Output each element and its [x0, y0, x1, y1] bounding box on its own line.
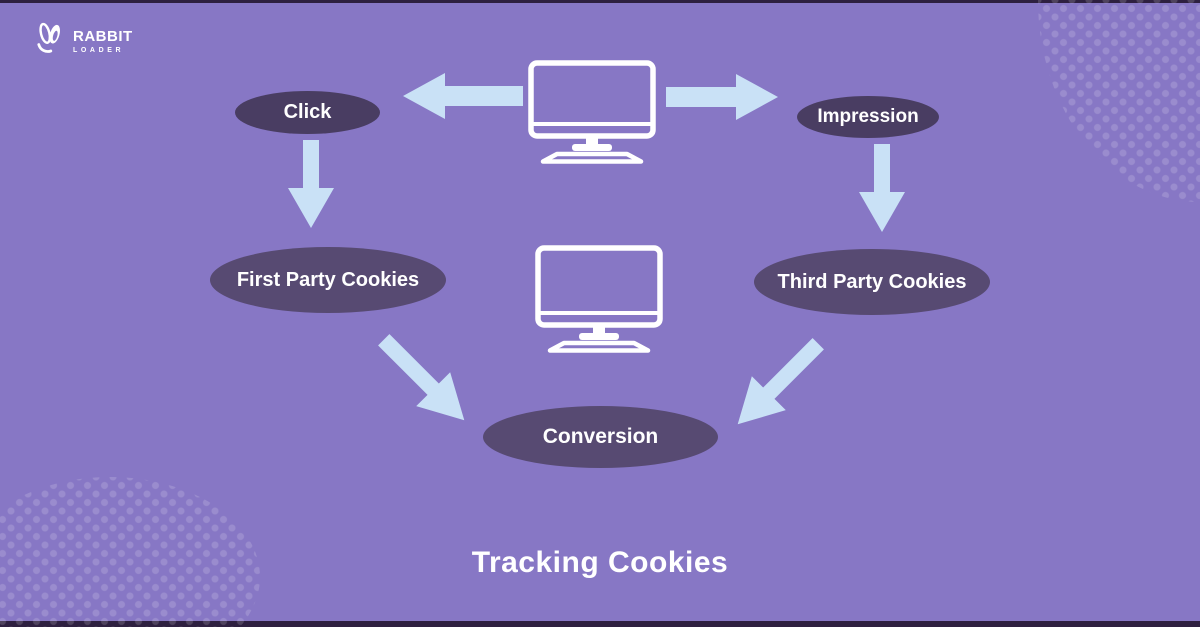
node-click-label: Click — [283, 101, 332, 123]
node-third-party-cookies: Third Party Cookies — [754, 249, 990, 315]
arrow-down-icon — [858, 144, 906, 232]
bottom-edge-strip — [0, 621, 1200, 627]
node-click: Click — [235, 91, 380, 134]
arrow-left-icon — [403, 72, 523, 120]
rabbitloader-logo: RABBIT LOADER — [34, 22, 133, 61]
rabbit-ears-icon — [34, 22, 66, 61]
node-third-party-cookies-label: Third Party Cookies — [777, 270, 967, 293]
arrow-diagonal-down-left-icon — [720, 326, 836, 442]
top-edge-strip — [0, 0, 1200, 3]
desktop-monitor-icon — [528, 60, 656, 164]
node-impression-label: Impression — [817, 106, 919, 127]
logo-brand-bottom: LOADER — [73, 47, 125, 54]
node-first-party-cookies: First Party Cookies — [210, 247, 446, 313]
logo-wordmark: RABBIT LOADER — [73, 29, 133, 54]
node-impression: Impression — [797, 96, 939, 138]
arrow-right-icon — [666, 73, 778, 121]
node-conversion-label: Conversion — [542, 425, 659, 448]
dotted-pattern-top-right — [1038, 0, 1200, 202]
arrow-down-icon — [287, 140, 335, 228]
desktop-monitor-icon — [535, 245, 663, 353]
diagram-title: Tracking Cookies — [471, 546, 729, 579]
node-first-party-cookies-label: First Party Cookies — [236, 268, 420, 291]
logo-brand-top: RABBIT — [73, 28, 133, 45]
arrow-diagonal-down-right-icon — [366, 322, 482, 438]
node-conversion: Conversion — [483, 406, 718, 468]
